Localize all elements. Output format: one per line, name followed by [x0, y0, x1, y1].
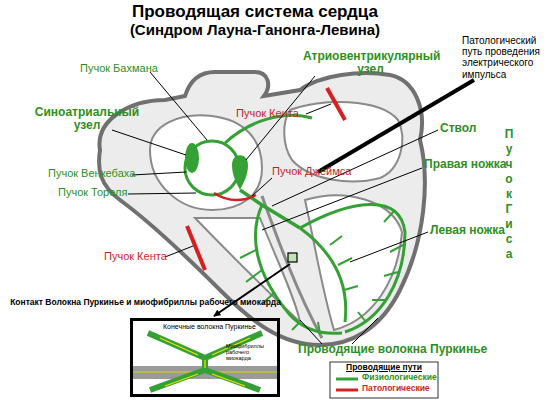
- james-bundle: [214, 193, 256, 200]
- leader-line: [300, 320, 322, 344]
- atrioventricular-node: [232, 155, 248, 190]
- zoom-arrow: [214, 264, 290, 316]
- left-bundle-branch: [300, 204, 405, 332]
- part-label: Левая ножка: [430, 224, 505, 237]
- part-label: Пучок Тореля: [58, 186, 127, 198]
- diagram-title: Проводящая система сердца: [110, 2, 400, 21]
- part-label: Пучок Кента: [104, 250, 167, 262]
- part-label: Ствол: [440, 122, 476, 135]
- legend-entry: Патологические: [362, 384, 430, 394]
- leader-line: [252, 178, 272, 196]
- purkinje-terminal: [148, 333, 262, 390]
- legend-entry: Физиологические: [362, 373, 437, 383]
- leader-line: [306, 104, 331, 114]
- sinoatrial-node: [185, 143, 199, 173]
- part-label: (Синдром Лауна-Ганонга-Левина): [110, 22, 400, 39]
- part-label: Пучок Венкебаха: [48, 167, 135, 179]
- inset-label: Миофибриллы рабочего миокарда: [226, 343, 270, 361]
- leader-line: [132, 172, 186, 175]
- bachmann-bundle: [225, 115, 312, 143]
- left-ventricle: [305, 195, 402, 330]
- leader-line: [112, 130, 186, 155]
- part-label: Проводящие пути: [330, 363, 438, 373]
- part-label: Синоатриальный узел: [30, 106, 144, 133]
- leader-line: [350, 232, 428, 262]
- part-label: Атриовентрикулярный узел: [303, 50, 438, 77]
- legend-frame: [330, 362, 438, 398]
- vertical-label: Пучок Гиса: [503, 127, 515, 262]
- internodal-loop: [185, 141, 239, 195]
- inset-heading: Контакт Волокна Пуркинье и миофибриллы р…: [8, 298, 283, 308]
- left-bundle-branch: [300, 228, 346, 322]
- inset-box: Контакт Волокна Пуркинье и миофибриллы р…: [130, 318, 280, 397]
- leader-line: [272, 130, 438, 206]
- inset-label: Конечные волокна Пуркинье: [163, 323, 256, 331]
- part-label: Правая ножка: [424, 158, 506, 171]
- leader-line: [165, 246, 193, 257]
- legend-sample-line: [336, 378, 358, 381]
- magnified-spot: [288, 253, 297, 262]
- legend-sample-line: [336, 389, 358, 392]
- leader-line: [262, 168, 422, 230]
- kent-bundle: [187, 226, 205, 270]
- part-label: Пучок Джеймса: [272, 165, 351, 177]
- right-bundle-branch: [255, 205, 342, 333]
- leader-line: [150, 72, 207, 140]
- part-label: Пучок Бахмана: [80, 62, 158, 74]
- his-bundle-stem: [240, 190, 300, 228]
- leader-line: [352, 318, 378, 344]
- part-label: Пучок Кента: [236, 107, 299, 119]
- leader-line: [128, 193, 196, 194]
- part-label: Проводящие волокна Пуркинье: [298, 343, 487, 356]
- part-label: Патологический путь проведения электриче…: [462, 35, 549, 80]
